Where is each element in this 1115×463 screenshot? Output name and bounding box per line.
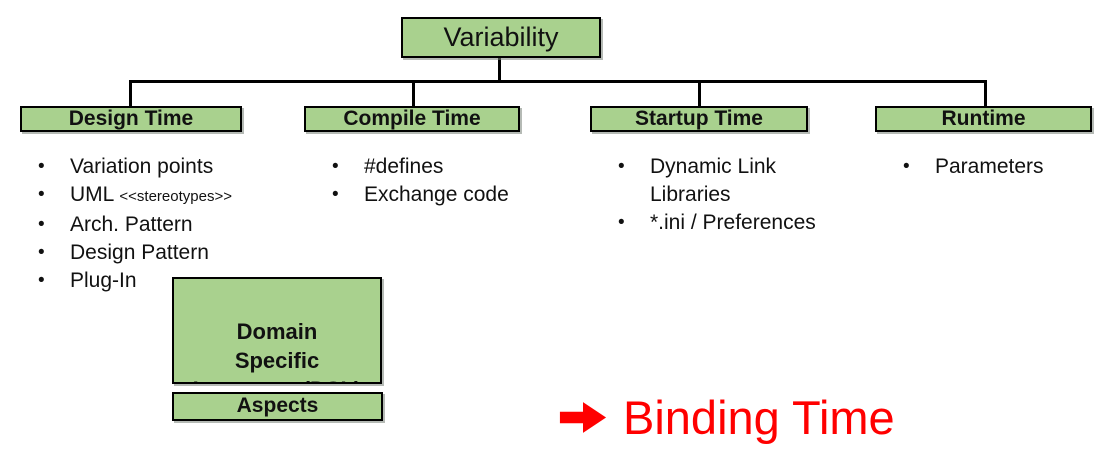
bullet-icon: •	[38, 270, 45, 291]
startup-time-list: • Dynamic Link Libraries • *.ini / Preferen…	[618, 153, 848, 237]
right-arrow-icon	[559, 402, 607, 433]
list-item-text: Dynamic Link Libraries	[650, 155, 777, 206]
connector-horizontal-bar	[129, 80, 987, 83]
bullet-icon: •	[903, 156, 910, 177]
connector-root-stub	[498, 56, 501, 81]
connector-drop-runtime	[984, 82, 987, 106]
compile-time-list: • #defines • Exchange code	[332, 153, 562, 209]
bullet-icon: •	[332, 156, 339, 177]
connector-drop-compile-time	[412, 82, 415, 106]
bullet-icon: •	[618, 156, 625, 177]
list-item: • Variation points	[38, 153, 278, 181]
aspects-box-label: Aspects	[236, 394, 319, 417]
list-item: • *.ini / Preferences	[618, 209, 848, 237]
list-item-text: #defines	[364, 155, 444, 178]
list-item-text: Design Pattern	[70, 241, 209, 264]
list-item-text: Parameters	[935, 155, 1044, 178]
list-item: • UML <<stereotypes>>	[38, 181, 278, 211]
connector-drop-startup-time	[698, 82, 701, 106]
list-item-text: UML <<stereotypes>>	[70, 183, 232, 206]
root-box-label: Variability	[443, 22, 559, 52]
list-item-text: Exchange code	[364, 183, 509, 206]
bullet-icon: •	[38, 214, 45, 235]
header-label: Compile Time	[343, 107, 481, 130]
list-item-text: Variation points	[70, 155, 214, 178]
list-item-text: Plug-In	[70, 269, 137, 292]
bullet-icon: •	[332, 184, 339, 205]
design-time-list: • Variation points • UML <<stereotypes>> • Ar…	[38, 153, 278, 295]
header-box-runtime: Runtime	[875, 106, 1092, 132]
runtime-list: • Parameters	[903, 153, 1103, 181]
header-box-startup-time: Startup Time	[590, 106, 808, 132]
list-item: • Design Pattern	[38, 239, 278, 267]
root-box-variability: Variability	[401, 17, 601, 58]
connector-drop-design-time	[129, 82, 132, 106]
bullet-icon: •	[38, 184, 45, 205]
bullet-icon: •	[38, 242, 45, 263]
binding-time-annotation: Binding Time	[558, 390, 895, 445]
list-item-text: *.ini / Preferences	[650, 211, 816, 234]
bullet-icon: •	[618, 212, 625, 233]
aspects-box: Aspects	[172, 392, 383, 421]
dsl-box: Domain Specific Langauge (DSL)	[172, 277, 382, 384]
header-box-compile-time: Compile Time	[304, 106, 520, 132]
list-item: • Exchange code	[332, 181, 562, 209]
header-label: Runtime	[941, 107, 1026, 130]
list-item: • Dynamic Link Libraries	[618, 153, 848, 209]
list-item: • Plug-In	[38, 267, 278, 295]
list-item-text: Arch. Pattern	[70, 213, 193, 236]
header-label: Startup Time	[635, 107, 763, 130]
list-item-small-text: <<stereotypes>>	[119, 188, 232, 205]
dsl-box-label: Domain Specific Langauge (DSL)	[193, 319, 362, 382]
list-item: • Parameters	[903, 153, 1103, 181]
bullet-icon: •	[38, 156, 45, 177]
list-item: • #defines	[332, 153, 562, 181]
binding-time-label: Binding Time	[623, 391, 895, 444]
header-box-design-time: Design Time	[20, 106, 242, 132]
list-item: • Arch. Pattern	[38, 211, 278, 239]
header-label: Design Time	[68, 107, 194, 130]
